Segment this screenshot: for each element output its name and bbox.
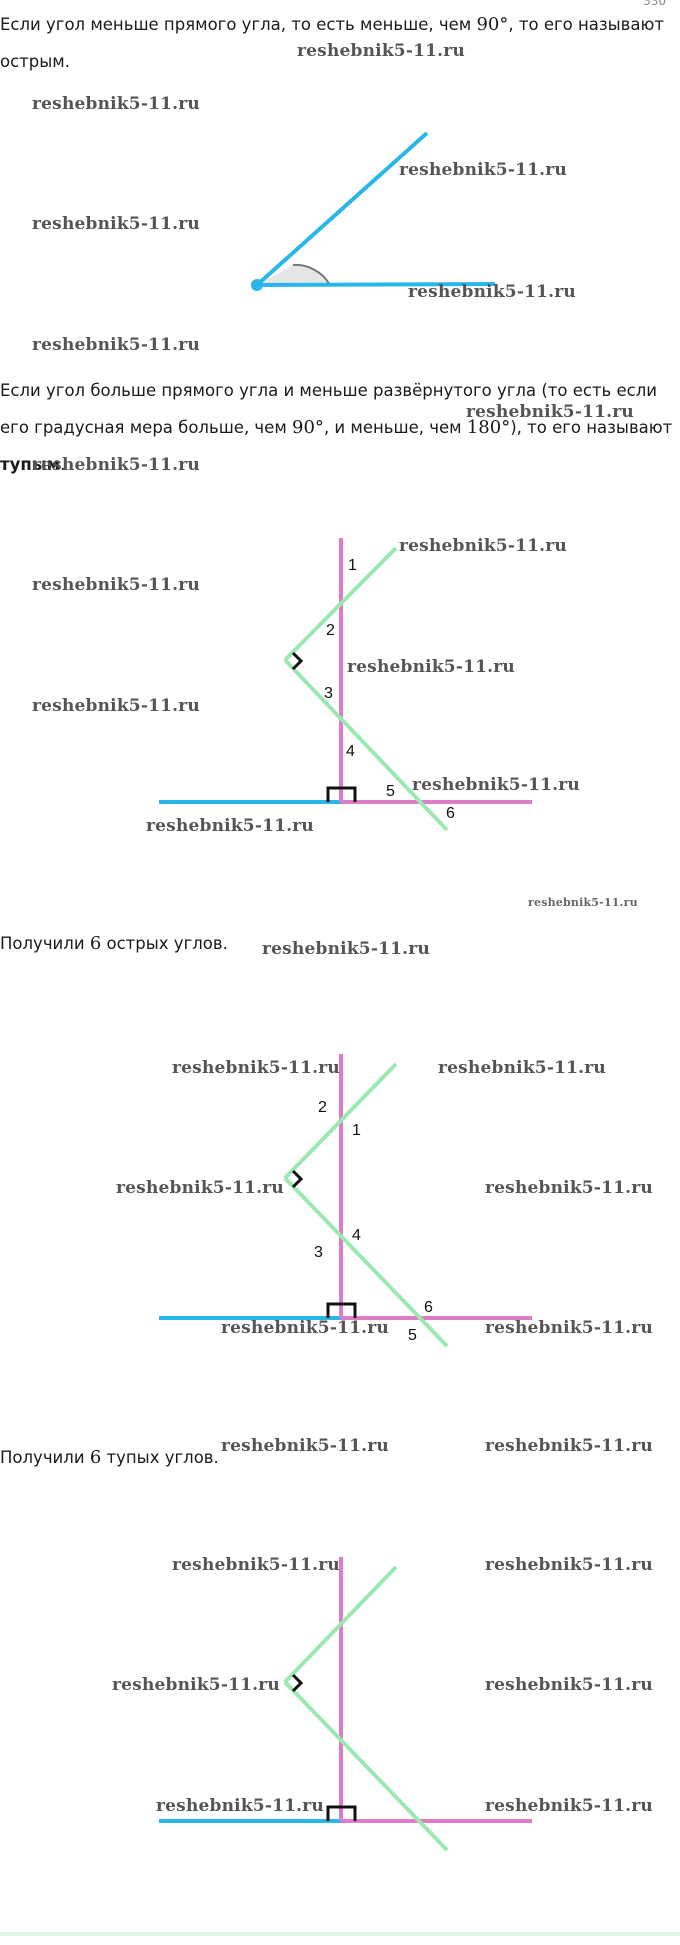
bold-term: тупым [0,455,61,474]
math-180: 180° [466,417,511,438]
green-line-lower [283,658,449,832]
watermark: reshebnik5-11.ru [412,775,580,795]
text-part: Если угол больше прямого угла и меньше р… [0,381,658,437]
math-6: 6 [89,933,102,954]
watermark: reshebnik5-11.ru [172,1555,340,1575]
construction-figure [159,1557,532,1852]
right-angle-mark-green [291,1673,304,1693]
green-line-lower [283,1176,449,1348]
acute-definition: Если угол меньше прямого угла, то есть м… [0,6,676,80]
math-6: 6 [89,1447,102,1468]
watermark: reshebnik5-11.ru [116,1178,284,1198]
green-line-upper [283,546,398,662]
angle-label: 4 [346,743,355,760]
obtuse-result: Получили 6 тупых углов. [0,1439,676,1476]
watermark: reshebnik5-11.ru [221,1318,389,1338]
acute-angles-figure: 1 2 3 4 5 6 [159,538,532,832]
green-line-upper [283,1062,398,1180]
obtuse-definition: Если угол больше прямого угла и меньше р… [0,372,676,483]
watermark: reshebnik5-11.ru [399,160,567,180]
angle-label: 2 [326,622,335,639]
right-angle-mark-pink [326,1805,357,1821]
angle-label: 6 [424,1299,433,1316]
angle-label: 3 [314,1244,323,1261]
text-part: ), то его называют [510,418,673,437]
text-part: Получили [0,934,90,953]
math-90: 90° [292,417,324,438]
angle-ray-lower [256,282,496,287]
angle-arc [292,263,331,286]
acute-result: Получили 6 острых углов. [0,925,676,962]
watermark: reshebnik5-11.ru [112,1675,280,1695]
watermark: reshebnik5-11.ru [485,1796,653,1816]
watermark: reshebnik5-11.ru [32,94,200,114]
math-90: 90° [476,14,509,35]
watermark: reshebnik5-11.ru [156,1796,324,1816]
watermark: reshebnik5-11.ru [485,1555,653,1575]
watermark: reshebnik5-11.ru [485,1178,653,1198]
watermark: reshebnik5-11.ru [408,282,576,302]
watermark: reshebnik5-11.ru [32,335,200,355]
watermark: reshebnik5-11.ru [32,455,200,475]
acute-angle-figure [251,131,496,291]
right-angle-mark-green [291,651,304,671]
page-number: 330 [643,0,666,8]
text-part: , то его называют острым. [0,15,665,71]
watermark: reshebnik5-11.ru [146,816,314,836]
angle-label: 6 [446,805,455,822]
text-part: . [60,455,66,474]
watermark: reshebnik5-11.ru [262,939,430,959]
bottom-divider [0,1932,680,1936]
obtuse-angles-figure: 2 1 4 3 6 5 [159,1054,532,1348]
text-part: острых углов. [101,934,228,953]
angle-ray-upper [255,131,429,287]
watermark: reshebnik5-11.ru [32,575,200,595]
text-part: , и меньше, чем [323,418,467,437]
right-angle-mark-pink [326,786,357,802]
right-angle-mark-green [291,1169,304,1189]
watermark: reshebnik5-11.ru [347,657,515,677]
angle-label: 3 [324,685,333,702]
watermark: reshebnik5-11.ru [399,536,567,556]
watermark: reshebnik5-11.ru [485,1436,653,1456]
watermark: reshebnik5-11.ru [485,1318,653,1338]
watermark: reshebnik5-11.ru [485,1675,653,1695]
watermark: reshebnik5-11.ru [221,1436,389,1456]
angle-label: 2 [318,1099,327,1116]
watermark: reshebnik5-11.ru [297,41,465,61]
watermark: reshebnik5-11.ru [528,896,638,909]
angle-label: 1 [352,1122,361,1139]
watermark: reshebnik5-11.ru [438,1058,606,1078]
angle-sector [257,264,330,285]
angle-label: 4 [352,1227,361,1244]
watermark: reshebnik5-11.ru [172,1058,340,1078]
angle-label: 5 [408,1327,417,1344]
green-line-upper [283,1565,398,1684]
text-part: тупых углов. [101,1448,219,1467]
angle-vertex [251,279,263,291]
angle-label: 1 [348,557,357,574]
text-part: Если угол меньше прямого угла, то есть м… [0,15,477,34]
watermark: reshebnik5-11.ru [32,696,200,716]
green-line-lower [283,1680,449,1852]
watermark: reshebnik5-11.ru [32,214,200,234]
right-angle-mark-pink [326,1302,357,1318]
watermark: reshebnik5-11.ru [466,402,634,422]
text-part: Получили [0,1448,90,1467]
angle-label: 5 [386,783,395,800]
